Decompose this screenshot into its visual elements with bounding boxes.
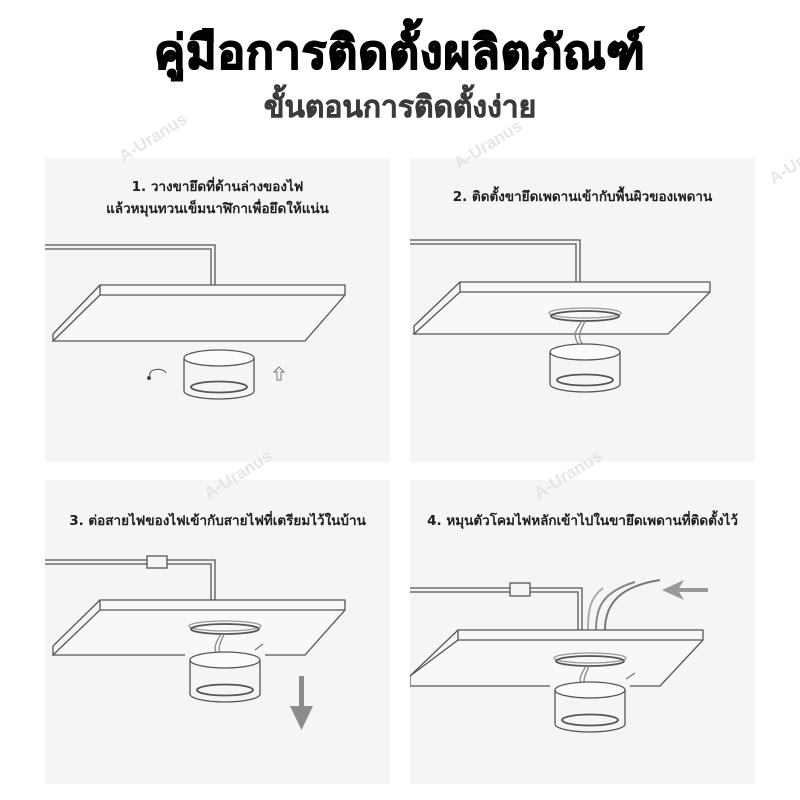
step-4-caption: 4. หมุนตัวโคมไฟหลักเข้าไปในขายึดเพดานที่… <box>410 510 755 532</box>
ceiling-board <box>51 284 346 342</box>
step-1-caption: 1. วางขายึดที่ด้านล่างของไฟ แล้วหมุนทวนเ… <box>45 176 390 220</box>
light-fixture <box>549 343 621 393</box>
step-4-panel: 4. หมุนตัวโคมไฟหลักเข้าไปในขายึดเพดานที่… <box>410 480 755 784</box>
step-3-panel: 3. ต่อสายไฟของไฟเข้ากับสายไฟที่เตรียมไว้… <box>45 480 390 784</box>
step-1-illustration <box>45 244 346 400</box>
ceiling-board <box>412 281 711 335</box>
arrow-up-icon <box>272 366 286 381</box>
step-2-panel: 2. ติดตั้งขายึดเพดานเข้ากับพื้นผิวของเพด… <box>410 158 755 462</box>
wire-connector <box>146 555 168 569</box>
step-2-caption-line1: 2. ติดตั้งขายึดเพดานเข้ากับพื้นผิวของเพด… <box>452 189 713 205</box>
wire <box>45 244 216 285</box>
arrow-left-icon <box>662 580 708 600</box>
step-3-caption-line1: 3. ต่อสายไฟของไฟเข้ากับสายไฟที่เตรียมไว้… <box>69 513 366 529</box>
ceiling-bracket <box>188 620 262 635</box>
step-3-illustration <box>45 555 346 730</box>
ceiling-bracket <box>553 652 627 667</box>
wire <box>45 559 216 600</box>
wire <box>410 239 581 282</box>
step-4-caption-line1: 4. หมุนตัวโคมไฟหลักเข้าไปในขายึดเพดานที่… <box>427 513 738 529</box>
step-2-caption: 2. ติดตั้งขายึดเพดานเข้ากับพื้นผิวของเพด… <box>410 186 755 208</box>
step-2-illustration <box>410 239 711 393</box>
step-1-caption-line1: 1. วางขายึดที่ด้านล่างของไฟ <box>131 179 304 195</box>
ceiling-board <box>51 599 346 656</box>
arrow-down-icon <box>290 676 313 730</box>
step-1-panel: 1. วางขายึดที่ด้านล่างของไฟ แล้วหมุนทวนเ… <box>45 158 390 462</box>
watermark: A-Uranus <box>765 131 800 188</box>
wire-connector <box>509 582 531 597</box>
wire <box>410 587 583 630</box>
light-fixture <box>185 651 265 703</box>
page-title: คู่มือการติดตั้งผลิตภัณฑ์ <box>153 24 646 80</box>
page-subtitle: ขั้นตอนการติดตั้งง่าย <box>263 90 537 126</box>
step-3-caption: 3. ต่อสายไฟของไฟเข้ากับสายไฟที่เตรียมไว้… <box>45 510 390 532</box>
light-fixture <box>550 681 630 733</box>
step-4-illustration <box>410 579 708 733</box>
step-1-caption-line2: แล้วหมุนทวนเข็มนาฬิกาเพื่อยึดให้แน่น <box>106 201 329 217</box>
rotate-ccw-icon <box>146 368 167 381</box>
ceiling-board <box>410 629 704 687</box>
light-fixture <box>183 349 255 400</box>
